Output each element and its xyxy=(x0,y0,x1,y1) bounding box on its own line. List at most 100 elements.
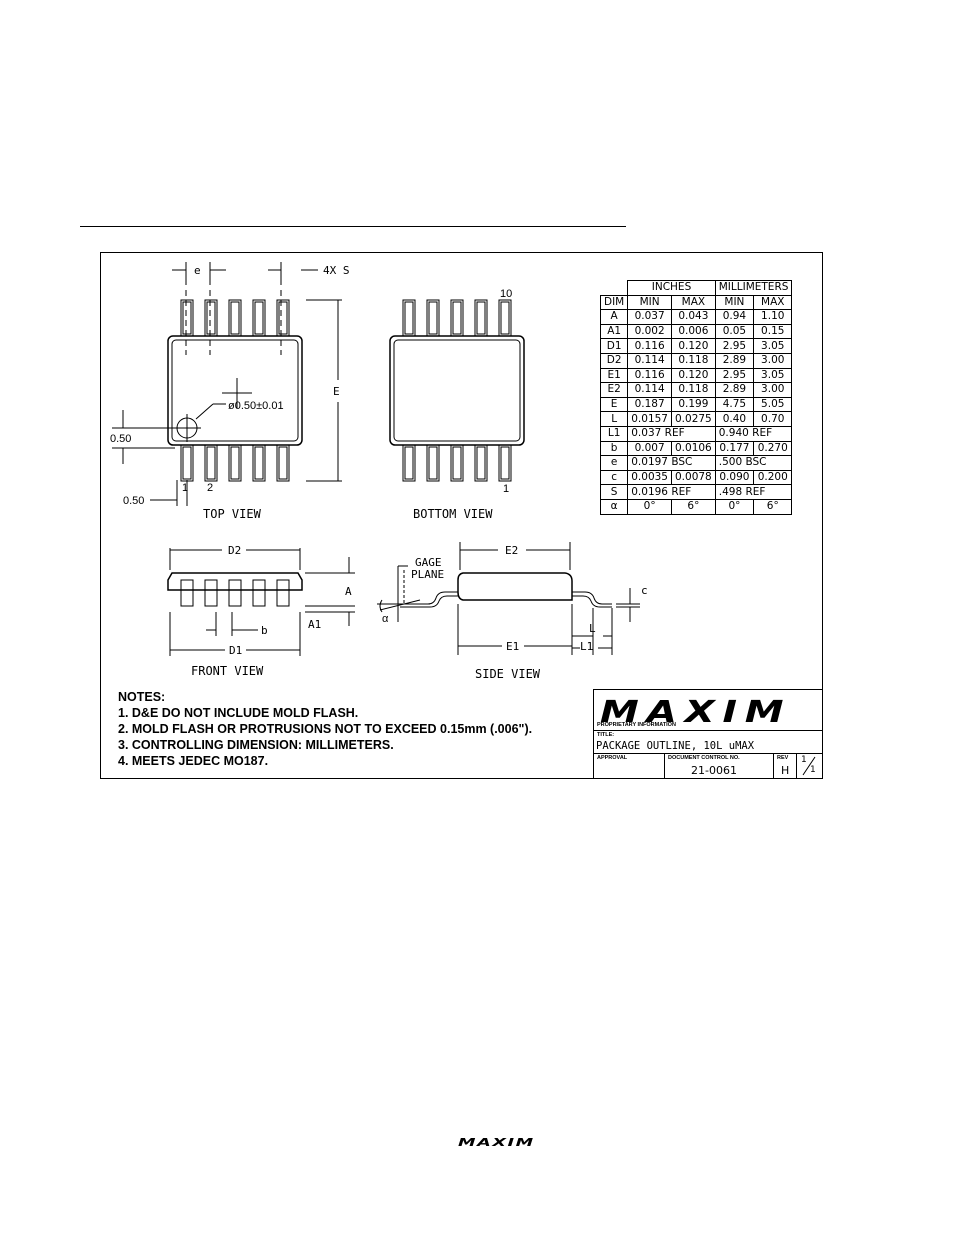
table-dim-cell: α xyxy=(599,498,629,515)
table-value-cell: 0.05 xyxy=(714,323,755,340)
label-alpha: α xyxy=(382,613,389,625)
footer-maxim-logo: MAXIM xyxy=(458,1136,535,1149)
table-value-cell: 0.120 xyxy=(671,338,716,354)
table-value-cell: 0.15 xyxy=(753,323,793,340)
pin xyxy=(276,444,290,482)
table-dim-cell: A xyxy=(599,309,629,325)
table-value-cell: 0.70 xyxy=(753,411,793,427)
pin xyxy=(402,444,416,482)
pin-inner xyxy=(182,301,192,335)
header-in-max: MAX xyxy=(671,294,716,311)
table-value-cell: 0.114 xyxy=(627,352,672,369)
table-value-cell: 0.0106 xyxy=(671,440,716,457)
table-value-cell: 3.00 xyxy=(753,382,793,398)
label-D2: D2 xyxy=(228,544,241,557)
label-c: c xyxy=(641,584,648,597)
table-value-cell: 0.200 xyxy=(753,469,793,486)
front-view xyxy=(167,548,355,656)
pin-inner xyxy=(404,446,414,480)
table-dim-cell: L xyxy=(599,411,629,427)
notes-heading: NOTES: xyxy=(118,690,166,704)
pin xyxy=(498,299,512,337)
table-dim-cell: c xyxy=(599,469,629,486)
header-dim: DIM xyxy=(599,294,629,311)
table-value-cell: 0.0197 BSC xyxy=(627,455,716,471)
table-value-cell: .498 REF xyxy=(714,484,793,500)
table-value-cell: 0.090 xyxy=(714,469,755,486)
table-value-cell: 0.002 xyxy=(627,323,672,340)
table-value-cell: 0.199 xyxy=(671,396,716,413)
pin xyxy=(276,299,290,337)
front-pin xyxy=(276,579,290,607)
pin xyxy=(180,299,194,337)
pin-inner xyxy=(476,301,486,335)
label-gage: GAGE xyxy=(415,556,442,569)
table-value-cell: 0° xyxy=(627,498,672,515)
pin-inner xyxy=(500,301,510,335)
top-view xyxy=(112,262,342,506)
table-value-cell: 0.0078 xyxy=(671,469,716,486)
pin xyxy=(204,299,218,337)
pin-inner xyxy=(278,446,288,480)
table-dim-cell: L1 xyxy=(599,425,629,442)
front-pin xyxy=(204,579,218,607)
pin xyxy=(450,444,464,482)
rev-label: REV xyxy=(777,755,789,761)
label-e: e xyxy=(194,264,201,277)
label-L1: L1 xyxy=(580,640,593,653)
header-rule xyxy=(80,226,626,227)
note-4: 4. MEETS JEDEC MO187. xyxy=(118,754,269,768)
table-value-cell: 0.116 xyxy=(627,367,672,384)
label-L: L xyxy=(589,622,596,635)
note-1: 1. D&E DO NOT INCLUDE MOLD FLASH. xyxy=(118,706,359,720)
table-value-cell: 0.0275 xyxy=(671,411,716,427)
pin-inner xyxy=(428,301,438,335)
table-value-cell: 0° xyxy=(714,498,755,515)
dimension-table: INCHES MILLIMETERS DIM MIN MAX MIN MAX A… xyxy=(599,280,793,515)
table-value-cell: .500 BSC xyxy=(714,455,793,471)
label-4x-s: 4X S xyxy=(323,264,350,277)
package-title: PACKAGE OUTLINE, 10L uMAX xyxy=(596,740,755,752)
label-A1: A1 xyxy=(308,618,321,631)
pin xyxy=(450,299,464,337)
pin xyxy=(498,444,512,482)
approval-label: APPROVAL xyxy=(597,755,628,761)
table-value-cell: 6° xyxy=(671,498,716,515)
pin xyxy=(228,444,242,482)
table-value-cell: 0.118 xyxy=(671,382,716,398)
table-value-cell: 3.05 xyxy=(753,338,793,354)
table-dim-cell: E2 xyxy=(599,382,629,398)
table-value-cell: 2.89 xyxy=(714,352,755,369)
table-value-cell: 3.05 xyxy=(753,367,793,384)
label-E: E xyxy=(333,385,340,398)
pin xyxy=(474,444,488,482)
front-pin xyxy=(180,579,194,607)
bottom-view-caption: BOTTOM VIEW xyxy=(413,507,493,521)
table-dim-cell: S xyxy=(599,484,629,500)
table-value-cell: 0.177 xyxy=(714,440,755,457)
table-value-cell: 1.10 xyxy=(753,309,793,325)
pin-inner xyxy=(206,301,216,335)
table-value-cell: 2.95 xyxy=(714,367,755,384)
table-value-cell: 2.89 xyxy=(714,382,755,398)
pin xyxy=(252,444,266,482)
pin-inner xyxy=(500,446,510,480)
table-value-cell: 0.0157 xyxy=(627,411,672,427)
label-A: A xyxy=(345,585,352,598)
pin-inner xyxy=(428,446,438,480)
pin-inner xyxy=(278,301,288,335)
table-value-cell: 0.120 xyxy=(671,367,716,384)
pin-inner xyxy=(404,301,414,335)
top-view-caption: TOP VIEW xyxy=(203,507,262,521)
table-value-cell: 0.037 xyxy=(627,309,672,325)
pin xyxy=(402,299,416,337)
side-view-caption: SIDE VIEW xyxy=(475,667,541,681)
